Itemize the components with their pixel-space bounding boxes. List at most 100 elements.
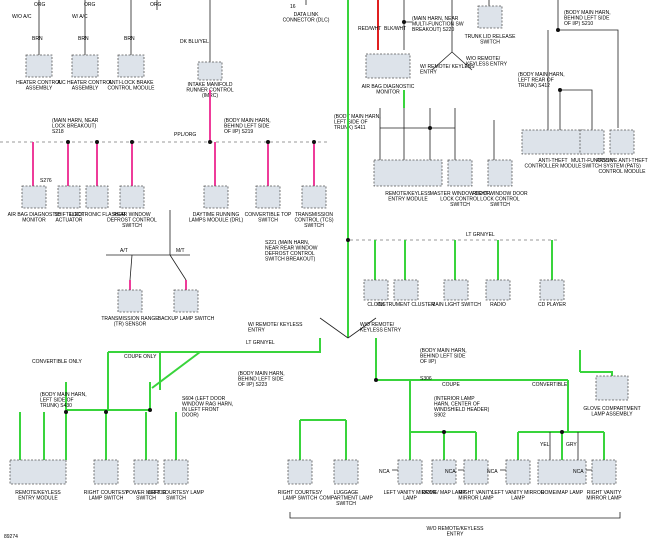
clock-box: [363, 279, 389, 301]
shift-lock-box: [57, 185, 81, 209]
convertible-only-label: CONVERTIBLE ONLY: [32, 359, 82, 365]
cluster-box: [393, 279, 419, 301]
imrc-box: [197, 61, 223, 81]
svg-text:BRN: BRN: [32, 36, 43, 42]
svg-text:DK BLU/YEL: DK BLU/YEL: [180, 39, 209, 45]
right-window-box: [487, 159, 513, 187]
yel-label: YEL: [540, 442, 550, 448]
svg-text:BRN: BRN: [78, 36, 89, 42]
dome-2-box: [537, 459, 587, 485]
power-mirror-box: [133, 459, 159, 485]
master-window-box: [447, 159, 473, 187]
r-court-mid-box: [287, 459, 313, 485]
radio-box: [485, 279, 511, 301]
cluster-label: INSTRUMENT CLUSTER: [377, 302, 435, 308]
org-label: ORG: [34, 2, 46, 8]
svg-text:BRN: BRN: [124, 36, 135, 42]
cd-box: [539, 279, 565, 301]
radio-label: RADIO: [490, 302, 506, 308]
r-vanity-2-box: [591, 459, 617, 485]
remote-entry-module-box: [373, 159, 443, 187]
mt-label: M/T: [176, 248, 185, 254]
gry-label: GRY: [566, 442, 577, 448]
main-light-box: [443, 279, 469, 301]
backup-box: [173, 289, 199, 313]
heater-control-box: [25, 54, 53, 78]
rear-defrost-box: [119, 185, 145, 209]
luggage-box: [333, 459, 359, 485]
w-ac-label: W/ A/C: [72, 14, 88, 20]
drl-box: [203, 185, 229, 209]
backup-label: BACKUP LAMP SWITCH: [158, 316, 215, 322]
svg-text:16: 16: [290, 4, 296, 10]
org-label-3: ORG: [150, 2, 162, 8]
clock-label: CLOCK: [367, 302, 385, 308]
wo-remote-label: W/O REMOTE/KEYLESS ENTRY: [466, 56, 508, 68]
airbag-mid-box: [21, 185, 47, 209]
trunk-box: [477, 5, 503, 29]
r-court-left-box: [93, 459, 119, 485]
tcs-box: [301, 185, 327, 209]
nca-label-2: NCA: [445, 469, 456, 475]
remote-entry-bottom-box: [9, 459, 67, 485]
figure-id: 89274: [4, 534, 18, 540]
flasher-box: [85, 185, 109, 209]
conv-top-box: [255, 185, 281, 209]
svg-text:RED/WHT: RED/WHT: [358, 26, 381, 32]
ac-heater-control-box: [71, 54, 99, 78]
convertible-label: CONVERTIBLE: [532, 382, 568, 388]
airbag-top-box: [365, 53, 411, 79]
l-vanity-2-box: [505, 459, 531, 485]
anti-theft-box: [521, 129, 585, 155]
nca-label-4: NCA: [573, 469, 584, 475]
flasher-label: ELECTRONIC FLASHER: [69, 212, 126, 218]
wo-ac-label: W/O A/C: [12, 14, 32, 20]
abs-module-box: [117, 54, 145, 78]
dome-1-box: [431, 459, 457, 485]
trs-box: [117, 289, 143, 313]
svg-text:S306: S306: [420, 376, 432, 382]
cd-label: CD PLAYER: [538, 302, 566, 308]
svg-text:S276: S276: [40, 178, 52, 184]
